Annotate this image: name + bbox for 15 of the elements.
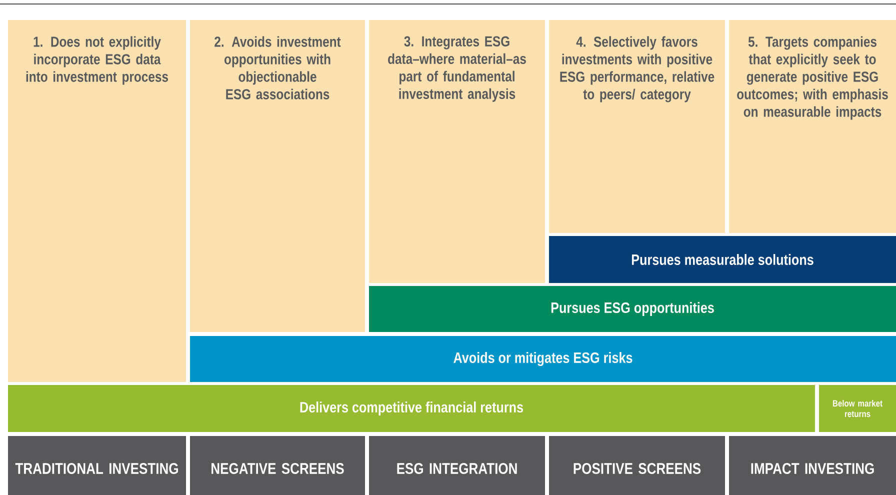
strategy-box: ESG INTEGRATION bbox=[369, 436, 545, 495]
strategy-box: IMPACT INVESTING bbox=[729, 436, 896, 495]
strategy-box: TRADITIONAL INVESTING bbox=[8, 436, 186, 495]
approach-box: 1. Does not explicitly incorporate ESG data into investment process bbox=[8, 20, 186, 382]
approach-box: 3. Integrates ESG data–where material–as part of fundamental investment analysis bbox=[369, 20, 545, 283]
objective-bar: Pursues ESG opportunities bbox=[369, 286, 896, 332]
objective-bar: Below market returns bbox=[819, 385, 896, 432]
approach-box: 2. Avoids investment opportunities with objectionable ESG associations bbox=[190, 20, 365, 332]
approach-box: 5. Targets companies that explicitly seek to generate positive ESG outcomes; with emphasis on measurable impacts bbox=[729, 20, 896, 233]
strategy-box: POSITIVE SCREENS bbox=[549, 436, 725, 495]
objective-bar: Delivers competitive financial returns bbox=[8, 385, 815, 432]
strategy-box: NEGATIVE SCREENS bbox=[190, 436, 365, 495]
approach-box: 4. Selectively favors investments with positive ESG performance, relative to peers/ category bbox=[549, 20, 725, 233]
objective-bar: Avoids or mitigates ESG risks bbox=[190, 336, 896, 382]
objective-bar: Pursues measurable solutions bbox=[549, 236, 896, 283]
